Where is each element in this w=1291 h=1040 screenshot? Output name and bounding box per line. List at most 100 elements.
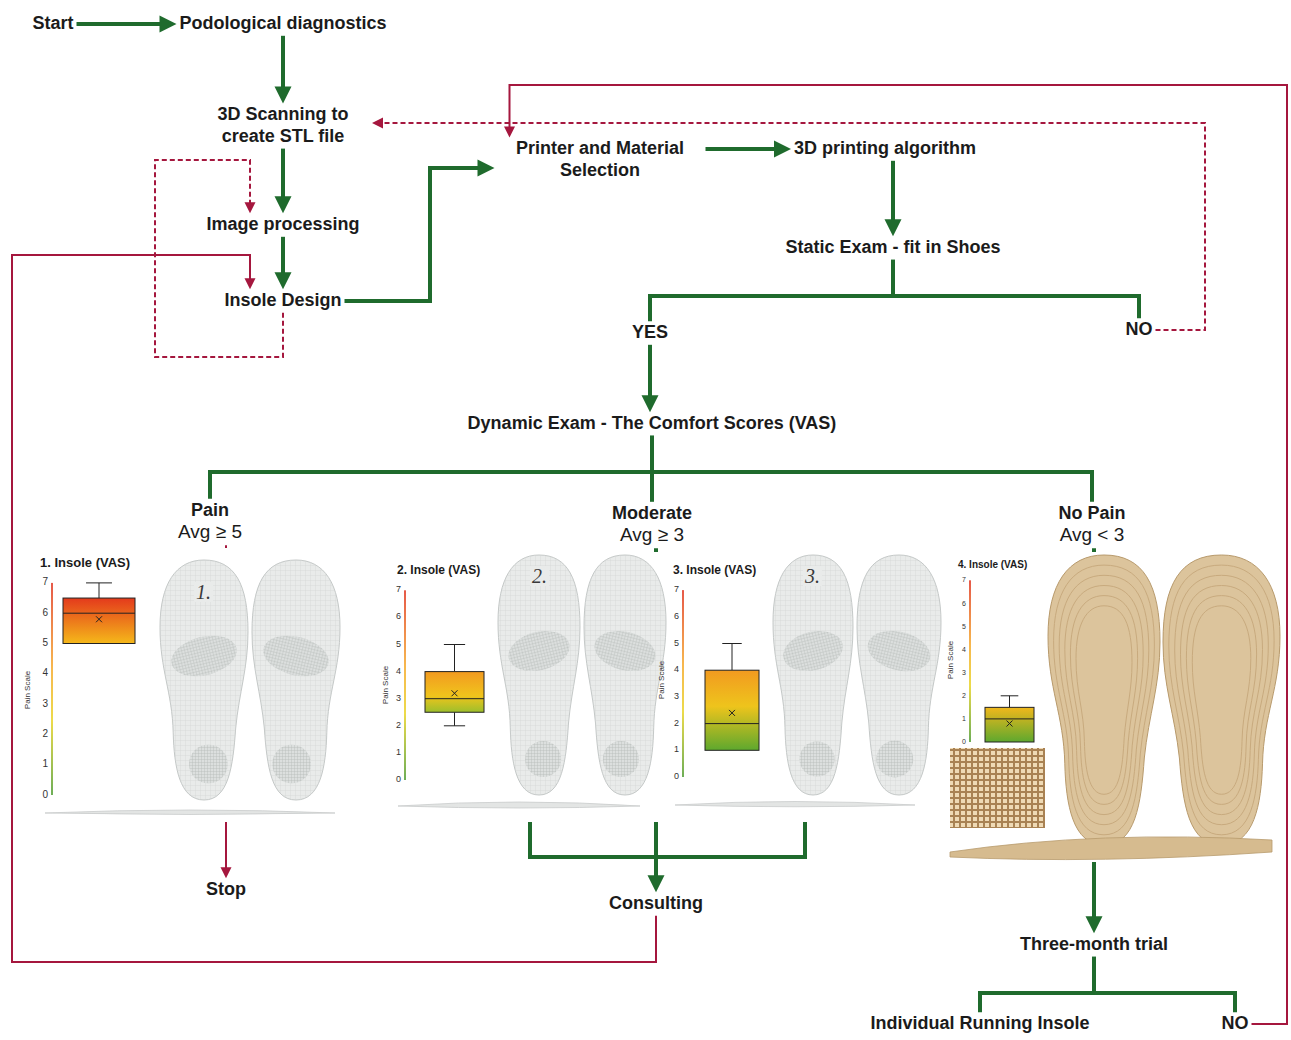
tick-label: 2 — [42, 729, 48, 739]
honeycomb-inset — [950, 748, 1045, 828]
whisker-cap — [86, 582, 112, 583]
step-label: Insole Design — [221, 289, 344, 313]
flow-arrow — [650, 260, 893, 321]
contour-line — [1181, 586, 1263, 815]
step-text: Image processing — [206, 214, 359, 236]
insole-side-view — [398, 802, 640, 808]
flow-arrow — [706, 147, 780, 151]
tick-label: 1 — [962, 715, 966, 722]
tick-label: 2 — [396, 721, 401, 730]
step-label: Start — [29, 12, 76, 36]
step-label: No PainAvg < 3 — [1055, 502, 1128, 548]
tick-label: 2 — [962, 692, 966, 699]
whisker — [454, 645, 455, 672]
tick-label: 7 — [674, 585, 679, 594]
chart-title: 4. Insole (VAS) — [958, 560, 1027, 570]
axis-title: Pain Scale — [24, 671, 32, 709]
forefoot-zone — [504, 625, 574, 677]
insole-outline — [498, 555, 580, 795]
step-text: Podological diagnostics — [179, 13, 386, 35]
arrow-head — [221, 867, 232, 878]
chart-title: 3. Insole (VAS) — [673, 564, 756, 576]
tick-label: 3 — [42, 699, 48, 709]
whisker — [454, 712, 455, 726]
threshold-text: Avg ≥ 3 — [612, 524, 692, 547]
tick-label: 3 — [396, 694, 401, 703]
step-text: Insole Design — [224, 290, 341, 312]
arrow-head — [245, 202, 256, 213]
tick-label: 4 — [396, 667, 401, 676]
tick-label: 6 — [962, 600, 966, 607]
contour-line — [1054, 565, 1155, 835]
tick-label: 0 — [674, 772, 679, 781]
step-label: Individual Running Insole — [868, 1012, 1093, 1036]
mean-marker — [452, 690, 458, 696]
flow-arrow — [210, 436, 652, 499]
arrow-head — [647, 875, 664, 892]
contour-line — [1076, 606, 1132, 795]
tick-label: 7 — [962, 576, 966, 583]
contour-line — [1065, 586, 1143, 815]
tick-label: 4 — [962, 646, 966, 653]
tick-label: 2 — [674, 719, 679, 728]
forefoot-zone — [863, 625, 934, 678]
tick-label: 3 — [962, 669, 966, 676]
merge-bracket — [530, 822, 805, 857]
tick-label: 5 — [962, 623, 966, 630]
flow-arrow — [648, 345, 652, 401]
forefoot-zone — [167, 629, 241, 682]
step-label: Podological diagnostics — [176, 12, 389, 36]
flow-arrow — [1094, 957, 1235, 1012]
insole-outline — [584, 555, 666, 795]
iqr-box — [425, 672, 484, 713]
tick-label: 4 — [42, 668, 48, 678]
panel-ground — [945, 552, 1282, 862]
whisker — [1009, 696, 1010, 708]
flow-arrow — [281, 149, 285, 202]
heel-zone — [603, 741, 639, 777]
insole-outline — [1163, 555, 1280, 845]
flow-arrow — [652, 436, 1092, 502]
iqr-box — [985, 707, 1034, 742]
iqr-box — [63, 598, 135, 643]
panel-ground — [35, 548, 345, 822]
pain-axis — [404, 590, 406, 780]
panel-ground — [390, 552, 925, 822]
flow-arrow — [281, 36, 285, 92]
insole-outline — [252, 560, 340, 800]
iqr-box — [705, 670, 759, 750]
contour-line — [1070, 596, 1137, 805]
feedback-arrow — [155, 160, 283, 357]
feedback-arrow — [380, 123, 1205, 330]
flow-arrow — [891, 161, 895, 225]
forefoot-zone — [779, 625, 847, 677]
arrow-head — [275, 86, 292, 103]
contour-line — [1186, 596, 1256, 805]
insole-number: 2. — [530, 566, 549, 586]
contour-line — [1175, 575, 1269, 824]
step-text: Moderate — [612, 503, 692, 525]
insole-outline — [1048, 555, 1160, 845]
whisker-cap — [444, 644, 465, 645]
step-text: No Pain — [1058, 503, 1125, 525]
step-label: Stop — [203, 878, 249, 902]
threshold-text: Avg ≥ 5 — [178, 521, 242, 544]
step-label: Dynamic Exam - The Comfort Scores (VAS) — [465, 412, 840, 436]
insole-photos — [45, 555, 1280, 860]
insole-lattice — [857, 555, 941, 795]
step-text: Individual Running Insole — [871, 1013, 1090, 1035]
mean-marker — [96, 616, 102, 622]
insole-lattice — [252, 560, 340, 800]
arrow-head — [885, 219, 902, 236]
insole-outline — [160, 560, 248, 800]
arrow-head — [774, 141, 791, 158]
arrow-head — [478, 160, 495, 177]
whisker — [99, 583, 100, 598]
step-text: Three-month trial — [1020, 934, 1168, 956]
tick-label: 3 — [674, 692, 679, 701]
tick-label: 5 — [674, 639, 679, 648]
contour-line — [1192, 606, 1251, 795]
arrow-head — [275, 272, 292, 289]
tick-label: 7 — [42, 577, 48, 587]
step-label: 3D Scanning to create STL file — [194, 103, 372, 148]
